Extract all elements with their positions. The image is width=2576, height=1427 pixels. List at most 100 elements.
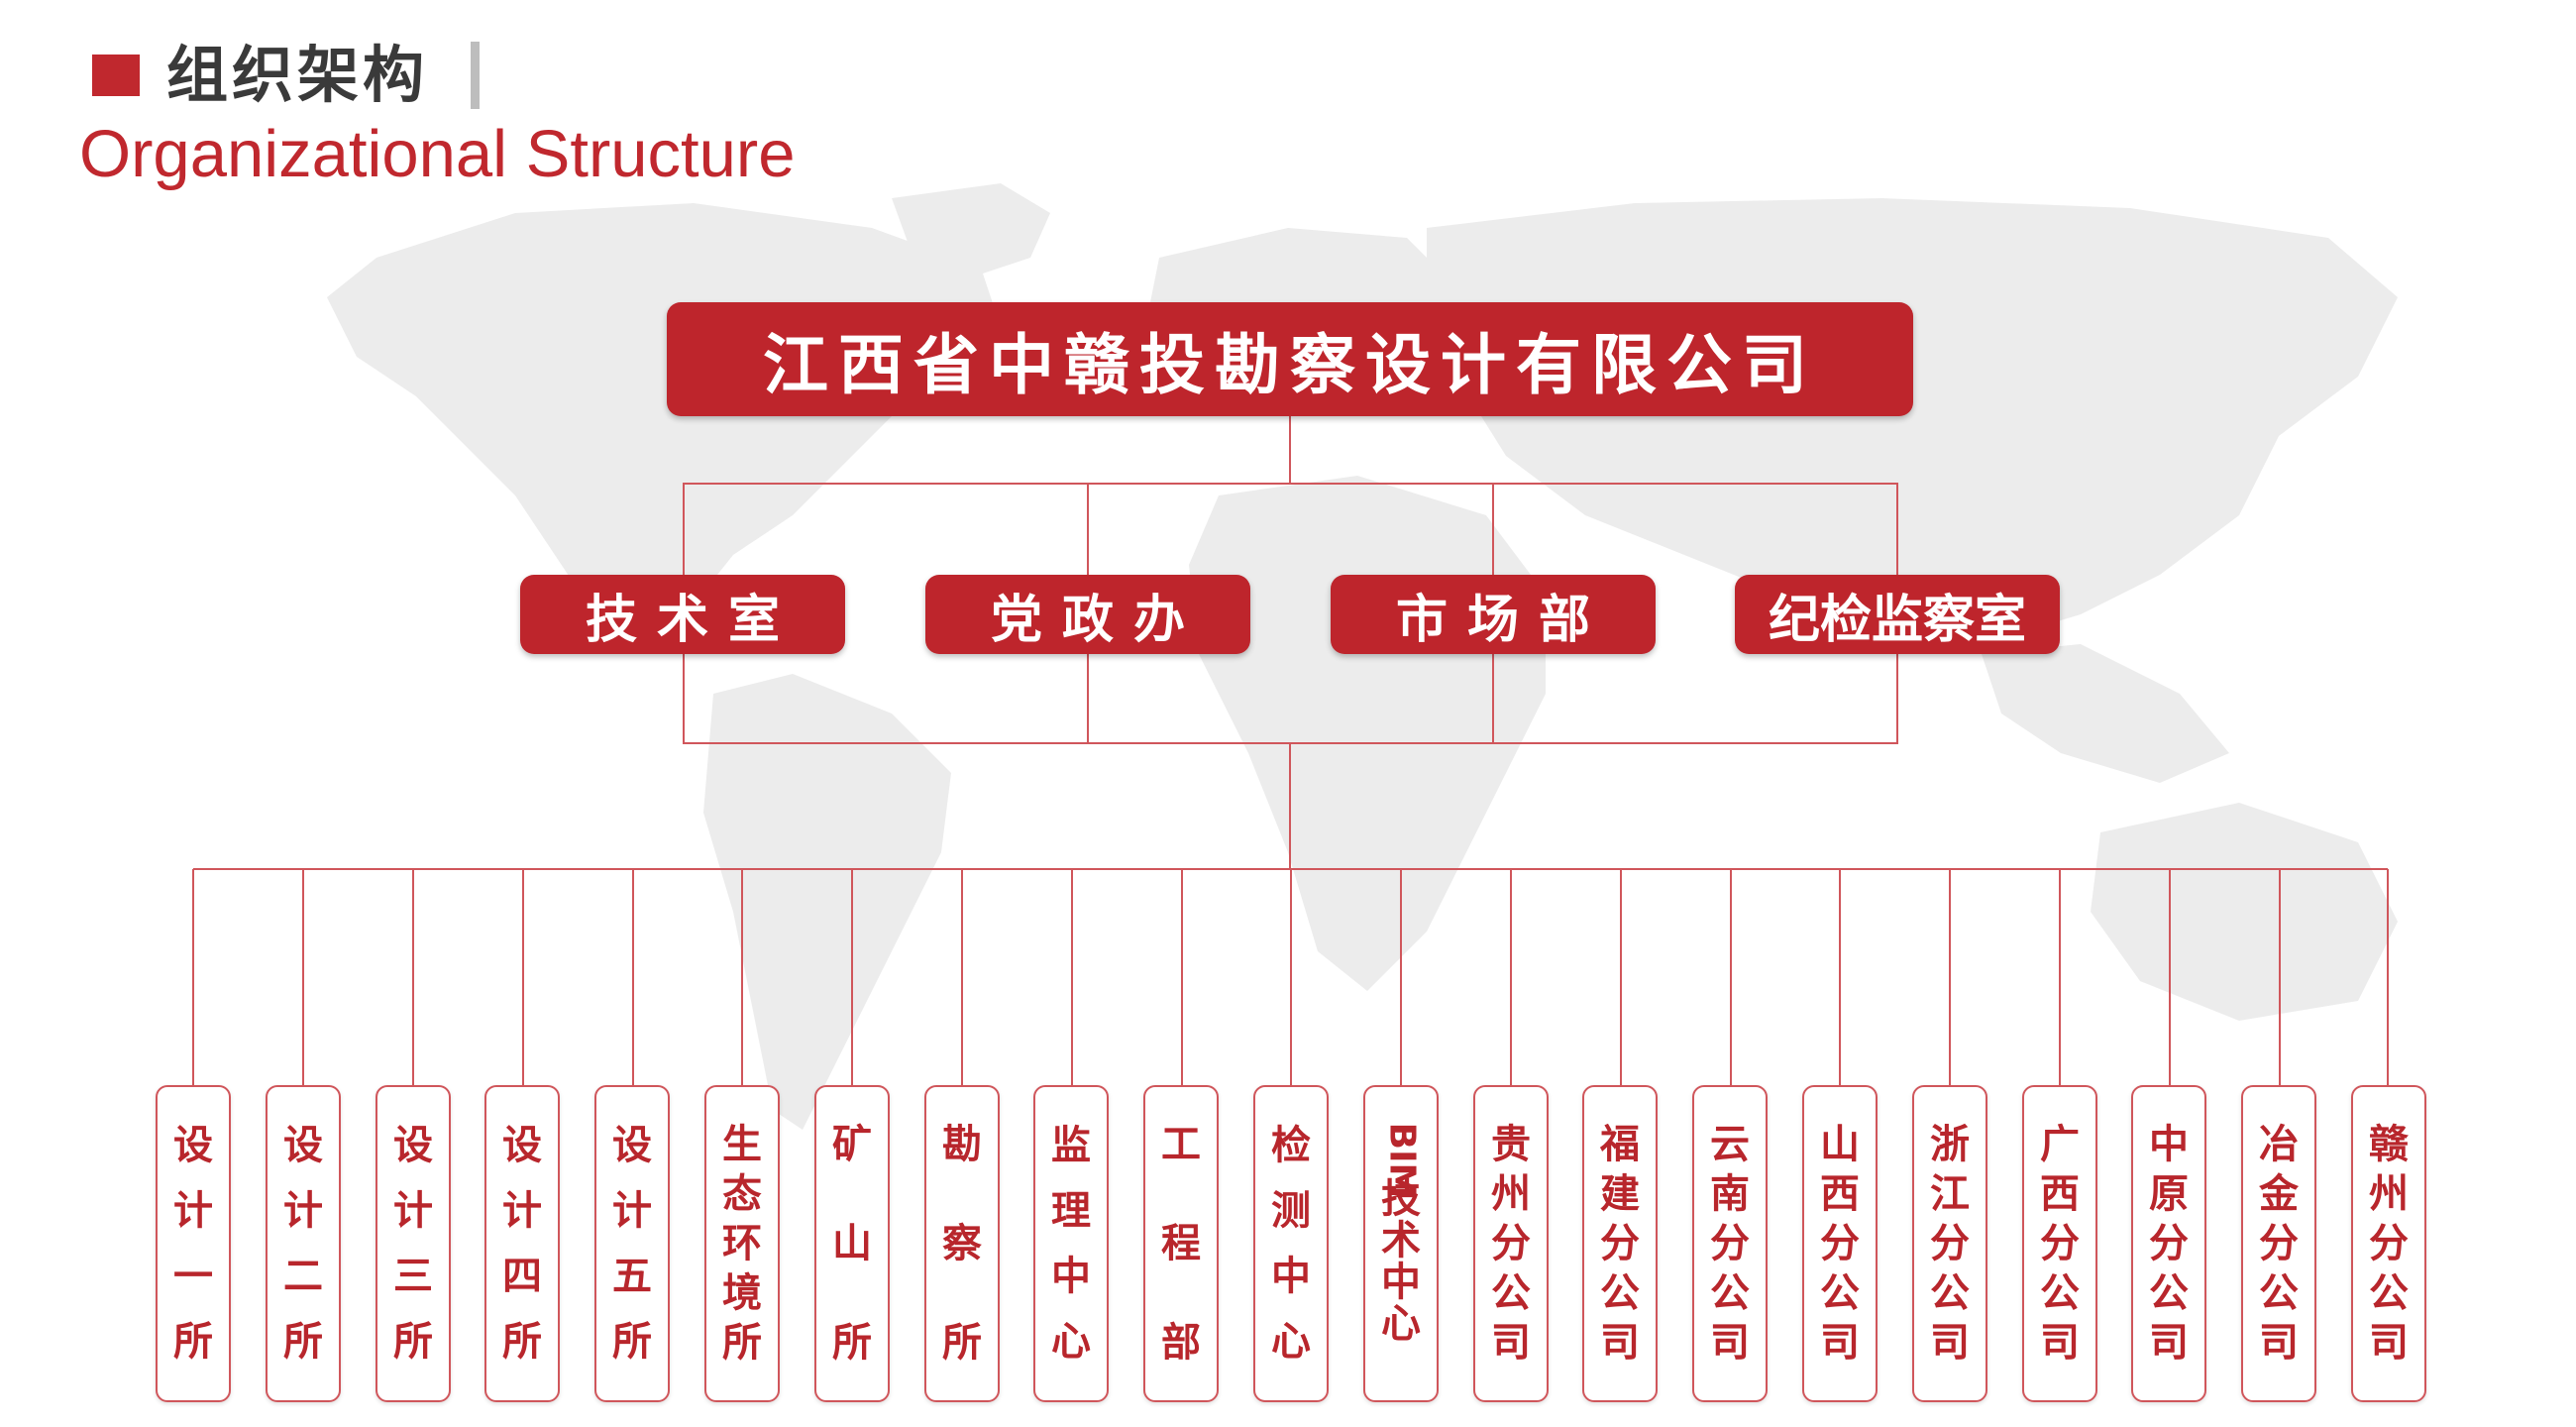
unit-box: 云南分公司	[1692, 1085, 1768, 1402]
unit-box-char: 分	[1491, 1221, 1531, 1266]
unit-box-char: 生	[722, 1122, 762, 1167]
unit-box-char: 所	[502, 1319, 542, 1365]
unit-box-char: 金	[2259, 1171, 2299, 1217]
unit-box-char: 一	[173, 1254, 213, 1299]
unit-box-char: 四	[502, 1254, 542, 1299]
unit-box-char: 设	[283, 1123, 323, 1168]
unit-box-char: 术	[1381, 1218, 1421, 1263]
unit-box-char: 计	[502, 1188, 542, 1234]
unit-box: 福建分公司	[1582, 1085, 1658, 1402]
unit-box-char: 分	[1600, 1221, 1640, 1266]
unit-box-char: 西	[2040, 1171, 2080, 1217]
unit-box-char: 原	[2149, 1171, 2189, 1217]
unit-box-char: 所	[283, 1319, 323, 1365]
southeast-asia-shape	[1982, 644, 2229, 783]
unit-box-char: 测	[1271, 1188, 1311, 1234]
unit-box: 设计二所	[266, 1085, 341, 1402]
unit-box-char: 所	[832, 1320, 872, 1366]
unit-box-char: 中	[2149, 1122, 2189, 1167]
unit-box-char: 公	[1491, 1270, 1531, 1316]
unit-box-char: 州	[2369, 1171, 2409, 1217]
unit-box-char: 广	[2040, 1122, 2080, 1167]
unit-box-char: 司	[2259, 1320, 2299, 1366]
unit-box-char: 中	[1051, 1254, 1091, 1299]
unit-box-char: 分	[2369, 1221, 2409, 1266]
unit-box-char: 司	[1820, 1320, 1860, 1366]
unit-box-char: 公	[2259, 1270, 2299, 1316]
root-company-box: 江西省中赣投勘察设计有限公司	[667, 302, 1913, 416]
unit-box-char: 公	[2369, 1270, 2409, 1316]
unit-box-char: 所	[393, 1319, 433, 1365]
unit-box-char: 五	[612, 1254, 652, 1299]
unit-box-char: 云	[1710, 1122, 1750, 1167]
unit-box: 广西分公司	[2022, 1085, 2097, 1402]
unit-box-char: 设	[393, 1123, 433, 1168]
unit-box-char: 中	[1381, 1260, 1421, 1305]
unit-box-char: 公	[1820, 1270, 1860, 1316]
unit-box-char: 所	[722, 1320, 762, 1366]
unit-box-char: 州	[1491, 1171, 1531, 1217]
unit-box-char: 计	[173, 1188, 213, 1234]
unit-box-char: 监	[1051, 1123, 1091, 1168]
unit-box-char: 检	[1271, 1123, 1311, 1168]
unit-box: 浙江分公司	[1912, 1085, 1987, 1402]
unit-box-char: 所	[612, 1319, 652, 1365]
unit-box-char: 江	[1930, 1171, 1970, 1217]
australia-shape	[2091, 803, 2398, 1021]
unit-box-char: 司	[2149, 1320, 2189, 1366]
unit-box: 设计五所	[594, 1085, 670, 1402]
unit-box-char: 矿	[832, 1122, 872, 1167]
unit-box-char: 态	[722, 1171, 762, 1217]
unit-box: 检测中心	[1253, 1085, 1329, 1402]
unit-box-char: 分	[1930, 1221, 1970, 1266]
unit-box-char: 工	[1161, 1122, 1201, 1167]
unit-box: 中原分公司	[2131, 1085, 2206, 1402]
unit-box-char: 二	[283, 1254, 323, 1299]
unit-box-char: 察	[942, 1221, 982, 1266]
unit-box-char: BIM	[1381, 1122, 1423, 1199]
unit-box: 山西分公司	[1802, 1085, 1878, 1402]
unit-box-char: 技	[1381, 1176, 1421, 1222]
greenland-shape	[892, 183, 1050, 277]
unit-box-char: 心	[1271, 1319, 1311, 1365]
unit-box-char: 司	[1930, 1320, 1970, 1366]
unit-box-char: 山	[1820, 1122, 1860, 1167]
unit-box-char: 司	[1710, 1320, 1750, 1366]
unit-box-char: 公	[1600, 1270, 1640, 1316]
unit-box-char: 计	[283, 1188, 323, 1234]
unit-box-char: 三	[393, 1254, 433, 1299]
unit-box-char: 司	[1491, 1320, 1531, 1366]
unit-box: 贵州分公司	[1473, 1085, 1549, 1402]
unit-box-char: 所	[173, 1319, 213, 1365]
unit-box: 设计一所	[156, 1085, 231, 1402]
unit-box: 工程部	[1143, 1085, 1219, 1402]
unit-box-char: 分	[1710, 1221, 1750, 1266]
unit-box: 设计三所	[376, 1085, 451, 1402]
unit-box-char: 浙	[1930, 1122, 1970, 1167]
unit-box-char: 勘	[942, 1122, 982, 1167]
unit-box-char: 建	[1600, 1171, 1640, 1217]
unit-box-char: 西	[1820, 1171, 1860, 1217]
unit-box-char: 设	[502, 1123, 542, 1168]
page-subtitle: Organizational Structure	[79, 117, 796, 191]
unit-box-char: 境	[722, 1270, 762, 1316]
unit-box-char: 环	[722, 1221, 762, 1266]
unit-box-char: 公	[1710, 1270, 1750, 1316]
unit-box: 冶金分公司	[2241, 1085, 2316, 1402]
unit-box-char: 中	[1271, 1254, 1311, 1299]
unit-box-char: 分	[2040, 1221, 2080, 1266]
header-red-square	[92, 55, 140, 96]
unit-box-char: 计	[393, 1188, 433, 1234]
unit-box-char: 心	[1381, 1301, 1421, 1347]
unit-box-char: 司	[2369, 1320, 2409, 1366]
unit-box-char: 司	[1600, 1320, 1640, 1366]
department-box-party-office: 党政办	[925, 575, 1250, 654]
department-box-tech: 技术室	[520, 575, 845, 654]
unit-box-char: 分	[2259, 1221, 2299, 1266]
unit-box-char: 贵	[1491, 1122, 1531, 1167]
unit-box-char: 福	[1600, 1122, 1640, 1167]
unit-box-char: 部	[1161, 1320, 1201, 1366]
unit-box-char: 公	[2040, 1270, 2080, 1316]
unit-box: 监理中心	[1033, 1085, 1109, 1402]
unit-box: 设计四所	[484, 1085, 560, 1402]
